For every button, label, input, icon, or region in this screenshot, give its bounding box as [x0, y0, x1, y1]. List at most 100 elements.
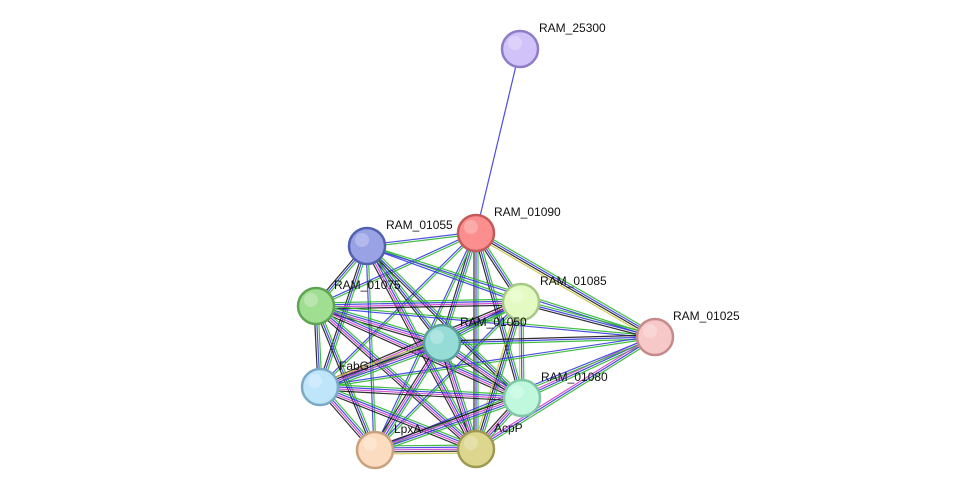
edge-RAM_01075-RAM_01050 [314, 302, 444, 347]
node-label: RAM_01025 [673, 309, 740, 323]
node-circle[interactable] [456, 429, 496, 469]
edge-line [316, 302, 522, 308]
node-circle[interactable] [635, 317, 675, 357]
node-RAM_01090[interactable]: RAM_01090 [456, 205, 561, 253]
node-label: FabG [339, 359, 369, 373]
node-label: LpxA [394, 422, 421, 436]
node-circle[interactable] [502, 378, 542, 418]
node-RAM_01080[interactable]: RAM_01080 [502, 370, 608, 418]
node-circle[interactable] [501, 282, 541, 322]
node-label: RAM_01075 [334, 278, 401, 292]
edge-line [321, 346, 444, 392]
node-RAM_01025[interactable]: RAM_01025 [635, 309, 740, 357]
edge-line [319, 387, 522, 400]
edge-line [315, 306, 442, 345]
node-circle[interactable] [456, 213, 496, 253]
node-highlight [363, 437, 377, 451]
edge-line [475, 48, 521, 234]
edge-line [315, 306, 522, 400]
edge-line [319, 335, 655, 387]
edge-line [476, 302, 523, 450]
node-FabG[interactable]: FabG [300, 359, 369, 407]
edge-line [375, 398, 523, 452]
edge-line [365, 246, 375, 451]
node-highlight [430, 330, 444, 344]
edge-RAM_01090-RAM_01025 [474, 229, 657, 341]
edge-line [316, 304, 443, 343]
edge-line [318, 338, 441, 384]
node-label: AcpP [494, 421, 523, 435]
edge-line [319, 387, 476, 451]
edge-RAM_01080-LpxA [373, 394, 524, 454]
edge-line [320, 302, 522, 389]
node-circle[interactable] [422, 323, 462, 363]
edge-line [475, 336, 656, 450]
edge-line [319, 389, 522, 402]
edge-line [441, 336, 656, 344]
edge-line [442, 338, 656, 346]
edge-line [320, 304, 523, 391]
node-label: RAM_01085 [540, 274, 607, 288]
node-highlight [643, 324, 657, 338]
node-label: RAM_01080 [541, 370, 608, 384]
edge-line [316, 233, 477, 308]
node-RAM_25300[interactable]: RAM_25300 [500, 21, 606, 69]
node-circle[interactable] [347, 226, 387, 266]
edge-line [319, 342, 443, 388]
edge-line [375, 302, 523, 452]
edge-line [319, 245, 368, 388]
edge-line [367, 244, 524, 397]
edge-line [474, 334, 655, 448]
edge-RAM_01025-RAM_01050 [441, 334, 656, 346]
node-highlight [464, 220, 478, 234]
edge-line [319, 340, 442, 386]
node-label: RAM_01090 [494, 205, 561, 219]
edge-line [472, 300, 519, 449]
node-circle[interactable] [300, 367, 340, 407]
edge-RAM_01075-RAM_01085 [315, 298, 522, 310]
edge-line [314, 306, 476, 451]
node-highlight [510, 385, 524, 399]
edge-line [522, 338, 657, 401]
node-RAM_01085[interactable]: RAM_01085 [501, 274, 607, 322]
edge-line [375, 400, 524, 454]
edge-FabG-AcpP [318, 383, 478, 453]
node-LpxA[interactable]: LpxA [355, 422, 421, 470]
edge-line [321, 246, 370, 388]
edge-line [373, 342, 442, 450]
node-circle[interactable] [500, 29, 540, 69]
edge-line [367, 245, 377, 450]
edge-FabG-RAM_01080 [319, 383, 523, 402]
edge-RAM_01055-LpxA [365, 245, 377, 451]
edge-line [318, 298, 521, 385]
edge-line [474, 235, 654, 341]
edge-line [520, 303, 655, 340]
edge-line [478, 302, 525, 451]
edge-line [377, 344, 446, 452]
edge-line [367, 244, 522, 302]
node-RAM_01075[interactable]: RAM_01075 [296, 278, 401, 326]
node-highlight [464, 436, 478, 450]
edge-line [317, 303, 479, 448]
node-AcpP[interactable]: AcpP [456, 421, 523, 469]
node-RAM_01050[interactable]: RAM_01050 [422, 315, 527, 363]
edge-RAM_01085-LpxA [373, 300, 523, 452]
edge-line [320, 383, 523, 396]
node-circle[interactable] [296, 286, 336, 326]
node-RAM_01055[interactable]: RAM_01055 [347, 218, 453, 266]
edge-line [318, 389, 476, 453]
edge-RAM_01055-RAM_01085 [366, 244, 522, 304]
edge-line [314, 308, 522, 402]
edge-line [315, 300, 521, 306]
edge-line [368, 244, 445, 343]
edge-RAM_01025-RAM_01080 [520, 334, 657, 401]
edge-RAM_01025-AcpP [474, 334, 657, 452]
node-label: RAM_01050 [460, 315, 527, 329]
edge-line [475, 233, 655, 339]
node-circle[interactable] [355, 430, 395, 470]
edge-line [441, 334, 655, 342]
node-highlight [355, 233, 369, 247]
edge-line [520, 301, 656, 338]
edge-line [320, 337, 656, 389]
